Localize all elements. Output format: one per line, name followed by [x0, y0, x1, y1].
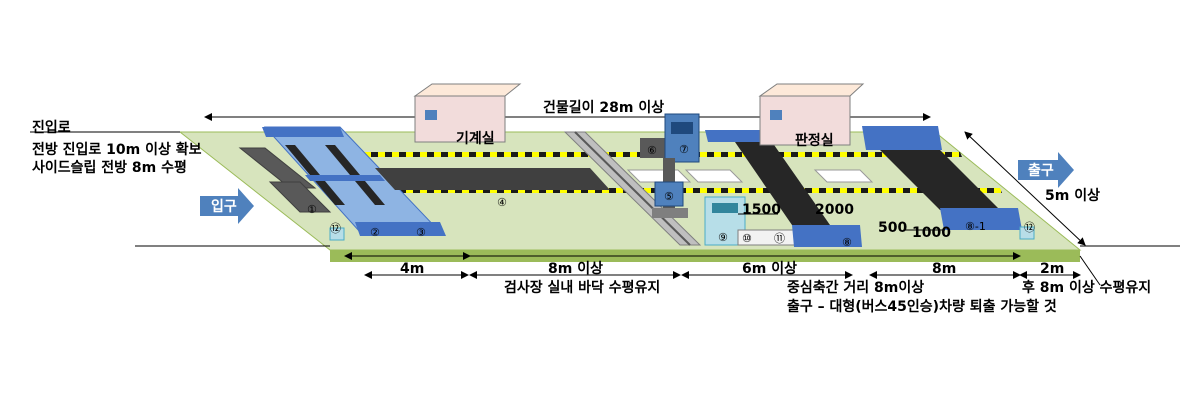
marker-4: ④ — [497, 196, 507, 209]
marker-8: ⑧ — [842, 236, 852, 249]
exit-bus-label: 출구 – 대형(버스45인승)차량 퇴출 가능할 것 — [787, 298, 1057, 315]
marker-11: ⑪ — [774, 232, 785, 245]
dim-8m-label: 8m — [932, 261, 956, 277]
machine-room-label: 기계실 — [456, 131, 495, 147]
center-rail-line — [574, 131, 691, 246]
track-2-foot — [792, 225, 862, 247]
slip-plate-b — [268, 181, 332, 213]
side-slip-label: 사이드슬립 전방 8m 수평 — [32, 159, 187, 176]
machine-room-roof — [413, 83, 522, 97]
entrance-label: 입구 — [211, 199, 237, 215]
marker-6: ⑥ — [647, 144, 657, 157]
track-3-head — [862, 126, 942, 150]
dim-6m-min-label: 6m 이상 — [742, 260, 797, 277]
slip-plate-a — [238, 147, 317, 189]
marker-8-1: ⑧-1 — [965, 220, 986, 233]
equipment-12-left — [329, 227, 345, 241]
dim-500-label: 500 — [878, 220, 907, 236]
entry-road-label: 진입로 — [32, 119, 71, 136]
machine-room-window — [425, 110, 437, 120]
floor-marker-mid — [684, 169, 744, 183]
dim-2m-label: 2m — [1040, 261, 1064, 277]
marker-7: ⑦ — [679, 143, 689, 156]
marker-10: ⑩ — [742, 232, 752, 245]
center-axis-label: 중심축간 거리 8m이상 — [787, 279, 924, 296]
rear-level-label: 후 8m 이상 수평유지 — [1022, 279, 1151, 296]
track-1-foot — [355, 222, 446, 236]
floor-marker-right — [813, 169, 874, 183]
pit-4 — [375, 168, 610, 190]
marker-9: ⑨ — [718, 231, 728, 244]
dim-1000-label: 1000 — [912, 225, 951, 241]
floor-level-label: 검사장 실내 바닥 수평유지 — [504, 279, 660, 296]
marker-12-right: ⑫ — [1024, 221, 1035, 234]
equipment-6 — [640, 138, 670, 158]
building-length-label: 건물길이 28m 이상 — [543, 99, 664, 116]
equipment-7-screen — [671, 122, 693, 134]
judge-room-label: 판정실 — [795, 132, 834, 149]
exit-width-label: 5m 이상 — [1045, 187, 1100, 204]
bottom-dimensions — [344, 252, 1101, 286]
judge-room-roof — [758, 83, 865, 97]
dim-1500-label: 1500 — [742, 202, 781, 218]
exit-label: 출구 — [1028, 162, 1054, 179]
marker-12-left: ⑫ — [330, 222, 341, 235]
marker-1: ① — [307, 203, 317, 216]
equipment-5-base — [652, 208, 688, 218]
marker-3: ③ — [416, 226, 426, 239]
equipment-9-screen — [712, 203, 738, 213]
exit-width-line — [964, 131, 1086, 246]
track-1-crossbar — [305, 175, 385, 181]
track-1-head — [262, 127, 344, 137]
judge-room-window — [770, 110, 782, 120]
dim-8m-min-label: 8m 이상 — [548, 260, 603, 277]
dim-2000-label: 2000 — [815, 202, 854, 218]
front-entry-label: 전방 진입로 10m 이상 확보 — [32, 141, 202, 158]
track-2-pit — [735, 142, 830, 225]
dim-4m-label: 4m — [400, 261, 424, 277]
marker-2: ② — [370, 226, 380, 239]
entrance-arrow — [200, 188, 254, 224]
marker-5: ⑤ — [664, 190, 674, 203]
equipment-5-head — [654, 181, 684, 207]
